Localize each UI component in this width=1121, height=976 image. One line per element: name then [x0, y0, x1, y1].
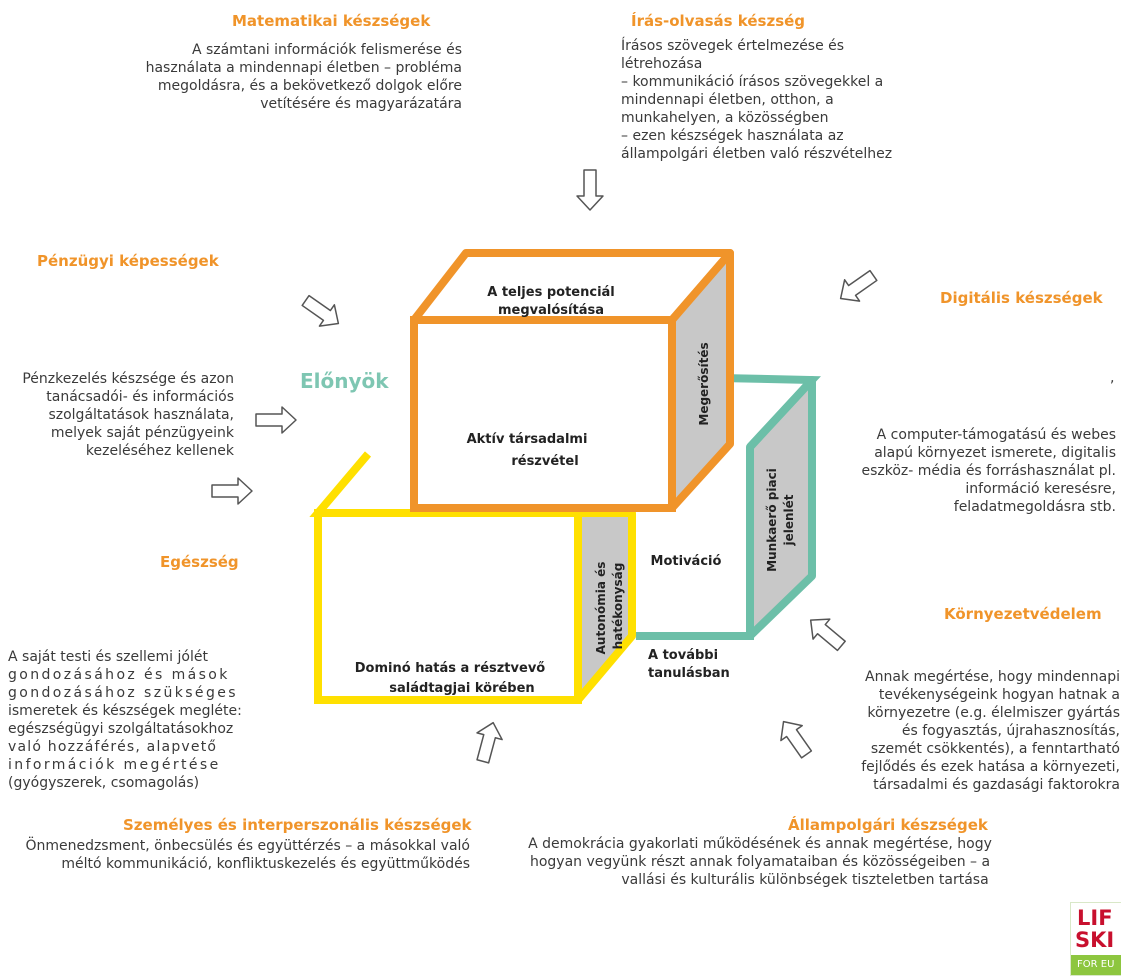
teal-bottom-label-1: A további — [648, 648, 718, 663]
financial-line: szolgáltatások használata, — [48, 407, 234, 423]
orange-side-label: Megerősítés — [697, 342, 711, 425]
health-description: A saját testi és szellemi jólét gondozás… — [8, 648, 252, 792]
arrow-down-icon — [576, 169, 604, 211]
orange-top-label-2: megvalósítása — [498, 303, 604, 318]
literacy-line: létrehozása — [621, 56, 703, 72]
financial-line: tanácsadói- és információs — [46, 389, 234, 405]
orange-front-label-1: Aktív társadalmi — [467, 432, 588, 447]
environment-description: Annak megértése, hogy mindennapi tevéken… — [820, 668, 1120, 794]
arrow-up-icon — [476, 721, 503, 764]
logo-text-3: FOR EU — [1071, 955, 1121, 975]
digital-comma: , — [1110, 370, 1115, 386]
yellow-side-label-2: hatékonyság — [611, 563, 625, 650]
orange-top-label-1: A teljes potenciál — [487, 285, 615, 300]
math-line: A számtani információk felismerése és — [191, 42, 462, 58]
math-line: megoldásra, és a bekövetkező dolgok előr… — [157, 78, 462, 94]
environment-line: Annak megértése, hogy mindennapi — [865, 669, 1120, 685]
math-title: Matematikai készségek — [232, 12, 431, 30]
literacy-line: állampolgári életben való részvételhez — [621, 146, 893, 162]
personal-title: Személyes és interperszonális készségek — [123, 816, 472, 834]
literacy-description: Írásos szövegek értelmezése és létrehozá… — [621, 37, 961, 163]
arrow-right-icon — [211, 477, 253, 505]
digital-line: A computer-támogatású és webes — [876, 427, 1116, 443]
digital-line: alapú környezet ismerete, digitalis — [874, 445, 1116, 461]
civic-description: A demokrácia gyakorlati működésének és a… — [500, 835, 1020, 889]
personal-line: méltó kommunikáció, konfliktuskezelés és… — [61, 856, 470, 872]
orange-front-label-2: részvétel — [511, 454, 578, 469]
teal-side-label-2: jelenlét — [782, 494, 796, 546]
health-line: gondozásához és mások — [8, 667, 230, 683]
environment-line: társadalmi és gazdasági faktorokra — [873, 777, 1120, 793]
yellow-front-label-1: Dominó hatás a résztvevő — [355, 661, 546, 676]
arrow-up-left-icon — [809, 618, 846, 652]
teal-cube-top-edge — [719, 374, 821, 450]
environment-line: környezetre (e.g. élelmiszer gyártás — [867, 705, 1120, 721]
teal-side-label-1: Munkaerő piaci — [765, 468, 779, 572]
arrow-right-icon — [255, 406, 297, 434]
orange-cube — [410, 249, 734, 512]
financial-line: melyek saját pénzügyeink — [50, 425, 234, 441]
personal-description: Önmenedzsment, önbecsülés és együttérzés… — [0, 837, 470, 873]
literacy-line: – kommunikáció írásos szövegekkel a — [621, 74, 884, 90]
math-description: A számtani információk felismerése és ha… — [100, 41, 462, 113]
arrow-right-down-icon — [301, 294, 340, 327]
orange-cube-front — [410, 316, 676, 512]
yellow-cube-front — [314, 509, 582, 704]
environment-title: Környezetvédelem — [944, 605, 1102, 623]
financial-title: Pénzügyi képességek — [37, 252, 219, 270]
literacy-line: Írásos szövegek értelmezése és — [621, 38, 845, 54]
health-line: egészségügyi szolgáltatásokhoz — [8, 721, 234, 737]
logo-text-1: LIF — [1077, 906, 1113, 930]
digital-description: A computer-támogatású és webes alapú kör… — [820, 426, 1116, 516]
literacy-line: – ezen készségek használata az — [621, 128, 844, 144]
financial-line: kezeléséhez kellenek — [85, 443, 234, 459]
health-line: (gyógyszerek, csomagolás) — [8, 775, 200, 791]
personal-line: Önmenedzsment, önbecsülés és együttérzés… — [25, 838, 470, 854]
yellow-cube — [309, 451, 636, 704]
health-line: információk megértése — [8, 757, 221, 773]
arrow-up-left-icon — [780, 720, 813, 759]
health-line: való hozzáférés, alapvető — [8, 739, 218, 755]
yellow-side-label-1: Autonómia és — [594, 562, 608, 655]
yellow-front-label-2: saládtagjai körében — [389, 681, 534, 696]
teal-cube-front-edge — [636, 447, 754, 640]
benefits-label: Előnyök — [300, 369, 389, 393]
math-line: vetítésére és magyarázatára — [260, 96, 462, 112]
civic-line: vallási és kulturális különbségek tiszte… — [621, 872, 989, 888]
life-skills-logo: LIF SKI FOR EU — [1070, 902, 1121, 976]
teal-bottom-label-2: tanulásban — [648, 666, 730, 681]
teal-front-label: Motiváció — [651, 554, 722, 569]
literacy-line: mindennapi életben, otthon, a — [621, 92, 834, 108]
digital-line: információ keresésre, — [965, 481, 1116, 497]
civic-line: A demokrácia gyakorlati működésének és a… — [528, 836, 992, 852]
logo-text-2: SKI — [1075, 928, 1115, 952]
financial-line: Pénzkezelés készsége és azon — [22, 371, 234, 387]
environment-line: tevékenységeink hogyan hatnak a — [878, 687, 1120, 703]
environment-line: szemét csökkentés), a fenntartható — [870, 741, 1120, 757]
environment-line: fejlődés és ezek hatása a környezeti, — [861, 759, 1120, 775]
financial-description: Pénzkezelés készsége és azon tanácsadói-… — [0, 370, 234, 460]
literacy-title: Írás-olvasás készség — [631, 12, 806, 30]
literacy-line: munkahelyen, a közösségben — [621, 110, 829, 126]
environment-line: és fogyasztás, újrahasznosítás, — [901, 723, 1120, 739]
health-title: Egészség — [160, 553, 239, 571]
health-line: A saját testi és szellemi jólét — [8, 649, 208, 665]
health-line: ismeretek és készségek megléte: — [8, 703, 242, 719]
digital-line: eszköz- média és forráshasználat pl. — [861, 463, 1116, 479]
digital-line: feladatmegoldásra stb. — [953, 499, 1116, 515]
civic-line: hogyan vegyünk részt annak folyamataiban… — [529, 854, 991, 870]
arrow-left-down-icon — [839, 269, 878, 302]
health-line: gondozásához szükséges — [8, 685, 238, 701]
digital-title: Digitális készségek — [940, 289, 1103, 307]
math-line: használata a mindennapi életben – problé… — [145, 60, 462, 76]
civic-title: Állampolgári készségek — [788, 816, 988, 834]
teal-cube — [636, 374, 821, 640]
